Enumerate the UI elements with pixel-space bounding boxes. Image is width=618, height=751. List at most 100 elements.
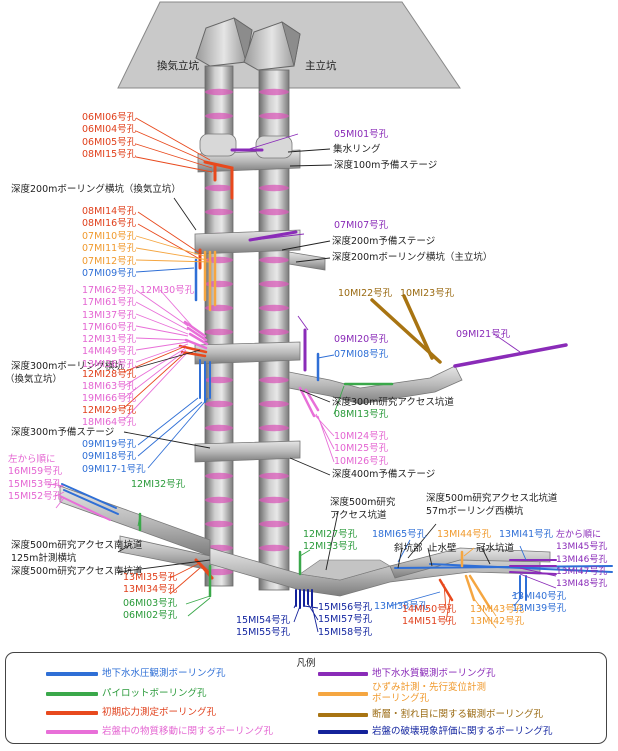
borehole-label-12mi32: 12MI32号孔 bbox=[131, 479, 186, 490]
borehole-group-red-south: 13MI35号孔 13MI34号孔 bbox=[123, 572, 177, 597]
north-500-label: 深度500m研究アクセス北坑道 bbox=[426, 493, 558, 504]
borehole-group-navy-left: 15MI54号孔 15MI55号孔 bbox=[236, 615, 290, 640]
borehole-label-08mi13: 08MI13号孔 bbox=[334, 409, 389, 420]
borehole-label-07mi09: 07MI09号孔 bbox=[82, 268, 137, 279]
borehole-label: 13MI36号孔 bbox=[82, 358, 137, 370]
borehole-label: 18MI63号孔 bbox=[82, 381, 137, 392]
borehole-label: 15MI53号孔 bbox=[8, 478, 63, 490]
legend: 凡例 地下水水圧観測ボーリング孔 地下水水質観測ボーリング孔 パイロットボーリン… bbox=[5, 652, 607, 744]
borehole-label: 13MI40号孔 bbox=[512, 591, 567, 602]
legend-label-rock-failure: 岩盤の破壊現象評価に関するボーリング孔 bbox=[372, 726, 553, 737]
borehole-label: 16MI59号孔 bbox=[8, 466, 63, 478]
legend-swatch-pilot bbox=[46, 692, 98, 696]
borehole-label-12mi28: 12MI28号孔 bbox=[82, 369, 137, 380]
borehole-label-09mi21: 09MI21号孔 bbox=[456, 329, 511, 340]
borehole-label: 06MI05号孔 bbox=[82, 136, 137, 148]
shaft-ring bbox=[259, 496, 289, 504]
shaft-ring bbox=[259, 184, 289, 192]
borehole-label: 14MI50号孔 bbox=[402, 604, 457, 615]
main-headframe bbox=[243, 21, 301, 71]
gallery-300-label: 深度300m研究アクセス坑道 bbox=[332, 397, 454, 408]
shaft-ring bbox=[259, 88, 289, 96]
borehole-group-top-red: 06MI06号孔 06MI04号孔 06MI05号孔 08MI15号孔 bbox=[82, 112, 136, 161]
borehole-label: 13MI43号孔 bbox=[470, 604, 525, 615]
borehole-label: 15MI52号孔 bbox=[8, 490, 63, 502]
borehole-label: 10MI24号孔 bbox=[334, 431, 389, 442]
legend-label-mass-transport: 岩盤中の物質移動に関するボーリング孔 bbox=[102, 726, 274, 737]
collection-ring-label: 集水リング bbox=[333, 144, 381, 155]
borehole-label-09mi20: 09MI20号孔 bbox=[334, 334, 389, 345]
borehole-label: 13MI47号孔 bbox=[556, 566, 608, 577]
borehole-label-13mi44: 13MI44号孔 bbox=[437, 529, 492, 540]
borehole-group-red-200: 08MI14号孔 08MI16号孔 bbox=[82, 206, 136, 231]
borehole-group-blue-lower: 09MI19号孔 09MI18号孔 09MI17-1号孔 bbox=[82, 439, 146, 476]
legend-label-pilot: パイロットボーリング孔 bbox=[102, 688, 207, 699]
water-wall-label: 止水壁 bbox=[428, 543, 457, 554]
borehole-group-pink-left: 左から順に 16MI59号孔 15MI53号孔 15MI52号孔 bbox=[8, 454, 62, 503]
stage-100-tunnel bbox=[197, 133, 301, 173]
south-500-label: 深度500m研究アクセス南坑道 bbox=[11, 540, 143, 551]
borehole-label: 13MI37号孔 bbox=[82, 309, 137, 321]
shaft-ring bbox=[205, 568, 233, 576]
borehole-label: 19MI66号孔 bbox=[82, 393, 137, 405]
borehole-label: 07MI11号孔 bbox=[82, 243, 137, 255]
borehole-group-pink-300: 10MI24号孔 10MI25号孔 10MI26号孔 bbox=[334, 431, 388, 468]
shaft-ring bbox=[259, 400, 289, 408]
stage-400-tunnel bbox=[194, 440, 301, 463]
stage-100-label: 深度100m予備ステージ bbox=[334, 160, 438, 171]
leader-lines bbox=[47, 117, 557, 633]
borehole-label: 12MI33号孔 bbox=[303, 541, 358, 553]
borehole-label: 17MI60号孔 bbox=[82, 321, 137, 333]
shaft-ring bbox=[259, 280, 289, 288]
shaft-ring bbox=[259, 544, 289, 552]
gallery-500-label-2: アクセス坑道 bbox=[330, 510, 387, 521]
borehole-group-red-50: 14MI50号孔 14MI51号孔 bbox=[402, 604, 456, 629]
borehole-label: 14MI49号孔 bbox=[82, 346, 137, 358]
legend-label-initial-stress: 初期応力測定ボーリング孔 bbox=[102, 707, 217, 718]
shaft-ring bbox=[205, 88, 233, 96]
west-57-label: 57mボーリング西横坑 bbox=[426, 506, 524, 517]
shaft-ring bbox=[205, 424, 233, 432]
borehole-label: 10MI25号孔 bbox=[334, 443, 389, 455]
shaft-ring bbox=[205, 496, 233, 504]
main-shaft-label: 主立坑 bbox=[305, 60, 337, 72]
vent-shaft-label: 換気立坑 bbox=[157, 60, 199, 72]
borehole-label: 15MI57号孔 bbox=[318, 614, 373, 626]
stage-400-label: 深度400m予備ステージ bbox=[332, 469, 436, 480]
borehole-label: 07MI12号孔 bbox=[82, 255, 137, 267]
shaft-ring bbox=[259, 520, 289, 528]
borehole-label: 09MI17-1号孔 bbox=[82, 463, 146, 475]
gallery-500-label-1: 深度500m研究 bbox=[330, 497, 396, 508]
shaft-ring bbox=[259, 328, 289, 336]
south-500-label-b: 深度500m研究アクセス南坑道 bbox=[11, 566, 143, 577]
borehole-label: 08MI15号孔 bbox=[82, 148, 137, 160]
legend-label-strain-line1: ひずみ計測・先行変位計測 bbox=[372, 682, 487, 693]
legend-swatch-strain bbox=[318, 692, 368, 696]
stage-200-label: 深度200m予備ステージ bbox=[332, 236, 436, 247]
borehole-label-13mi41: 13MI41号孔 bbox=[499, 529, 554, 540]
borehole-label: 13MI45号孔 bbox=[556, 542, 608, 553]
legend-label-fault: 断層・割れ目に関する観測ボーリング孔 bbox=[372, 709, 544, 720]
borehole-group-orange-200: 07MI10号孔 07MI11号孔 07MI12号孔 bbox=[82, 231, 136, 268]
legend-swatch-initial-stress bbox=[46, 711, 98, 715]
borehole-group-purple-right: 左から順に 13MI45号孔 13MI46号孔 13MI47号孔 13MI48号… bbox=[556, 529, 607, 590]
borehole-label-18mi65: 18MI65号孔 bbox=[372, 529, 427, 540]
shaft-ring bbox=[259, 424, 289, 432]
shaft-ring bbox=[205, 328, 233, 336]
legend-swatch-fault bbox=[318, 713, 368, 717]
borehole-group-green-500: 12MI27号孔 12MI33号孔 bbox=[303, 529, 357, 554]
legend-swatch-mass-transport bbox=[46, 730, 98, 734]
shaft-ring bbox=[205, 472, 233, 480]
shaft-ring bbox=[205, 400, 233, 408]
borehole-label-18mi64: 18MI64号孔 bbox=[82, 417, 137, 428]
crown-label: 冠水坑道 bbox=[476, 543, 515, 554]
borehole-group-navy-right: 15MI56号孔 15MI57号孔 15MI58号孔 bbox=[318, 602, 372, 639]
borehole-label: 17MI62号孔 bbox=[82, 285, 137, 296]
borehole-label: 10MI26号孔 bbox=[334, 455, 389, 467]
borehole-label: 15MI58号孔 bbox=[318, 626, 373, 638]
borehole-label-07mi08: 07MI08号孔 bbox=[334, 349, 389, 360]
gallery-500-network bbox=[59, 485, 551, 597]
borehole-label: 09MI18号孔 bbox=[82, 451, 137, 463]
shaft-ring bbox=[259, 256, 289, 264]
